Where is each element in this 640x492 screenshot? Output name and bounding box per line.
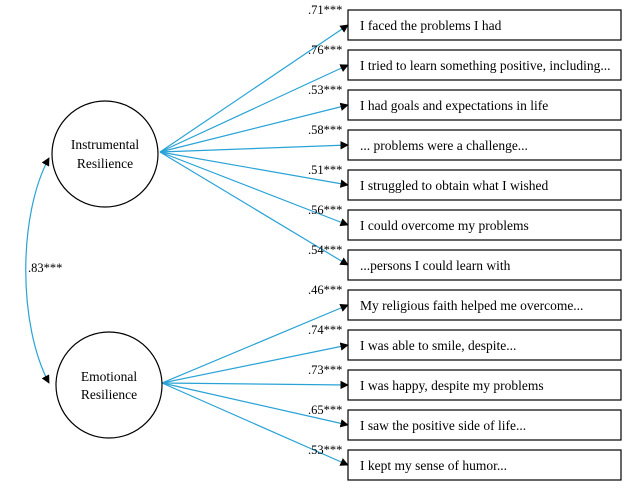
indicator-label: My religious faith helped me overcome... <box>360 298 583 313</box>
indicator-box-border <box>347 289 622 321</box>
loading-arrow <box>161 304 349 384</box>
loading-coefficient: .74*** <box>308 323 342 337</box>
loading-coefficient: .76*** <box>308 43 342 57</box>
factor-label-line1: Instrumental <box>71 137 139 152</box>
loading-arrow <box>161 342 349 384</box>
loading-coefficient: .73*** <box>308 363 342 377</box>
loading-paths: .71*** .76*** .53*** .58*** .51*** .56*** .54*… <box>159 3 349 466</box>
indicator-box: I faced the problems I had <box>347 9 622 41</box>
indicator-box: I tried to learn something positive, inc… <box>347 49 622 81</box>
indicator-box-border <box>347 209 622 241</box>
indicator-box: I was happy, despite my problems <box>347 369 622 401</box>
indicator-box-border <box>347 49 622 81</box>
loading-arrow <box>159 151 349 227</box>
factor-label-line2: Resilience <box>81 387 137 402</box>
indicator-box-border <box>347 249 622 281</box>
indicator-box: I struggled to obtain what I wished <box>347 169 622 201</box>
indicator-box: I was able to smile, despite... <box>347 329 622 361</box>
loading-coefficient: .58*** <box>308 123 342 137</box>
indicator-box-border <box>347 129 622 161</box>
indicator-box: I could overcome my problems <box>347 209 622 241</box>
loading-coefficient: .51*** <box>308 163 342 177</box>
indicator-box-border <box>347 369 622 401</box>
loading-arrow <box>159 151 349 188</box>
correlation-arrow <box>25 157 50 384</box>
loading-arrow <box>159 141 349 153</box>
correlation-coefficient: .83*** <box>28 261 62 275</box>
loading-coefficient: .46*** <box>308 283 342 297</box>
loading-arrow <box>159 24 349 153</box>
loading-arrow <box>159 151 349 266</box>
indicator-box-border <box>347 169 622 201</box>
indicator-box-border <box>347 89 622 121</box>
loading-coefficient: .54*** <box>308 243 342 257</box>
indicator-box: I had goals and expectations in life <box>347 89 622 121</box>
indicator-label: I had goals and expectations in life <box>360 98 548 113</box>
indicator-box-border <box>347 409 622 441</box>
loading-coefficient: .65*** <box>308 403 342 417</box>
loading-coefficient: .71*** <box>308 3 342 17</box>
indicator-box-border <box>347 449 622 481</box>
indicator-label: I saw the positive side of life... <box>360 418 526 433</box>
loading-coefficient: .53*** <box>308 443 342 457</box>
factor-instrumental: Instrumental Resilience <box>51 100 159 208</box>
loading-arrow <box>161 380 349 390</box>
indicator-label: ... problems were a challenge... <box>360 138 528 153</box>
loading-arrow <box>161 382 349 428</box>
indicator-items: I faced the problems I had I tried to lea… <box>347 9 622 481</box>
factor-circle <box>55 331 163 439</box>
indicator-label: I faced the problems I had <box>360 18 502 33</box>
indicator-box: ...persons I could learn with <box>347 249 622 281</box>
indicator-label: I was happy, despite my problems <box>360 378 544 393</box>
loading-coefficient: .53*** <box>308 83 342 97</box>
indicator-box-border <box>347 9 622 41</box>
indicator-label: I struggled to obtain what I wished <box>360 178 548 193</box>
indicator-label: I kept my sense of humor... <box>360 458 507 473</box>
indicator-box: My religious faith helped me overcome... <box>347 289 622 321</box>
loading-coefficient: .56*** <box>308 203 342 217</box>
loading-arrow <box>159 64 349 153</box>
indicator-label: I tried to learn something positive, inc… <box>360 58 610 73</box>
indicator-box-border <box>347 329 622 361</box>
indicator-label: I could overcome my problems <box>360 218 529 233</box>
factor-label-line1: Emotional <box>81 369 137 384</box>
indicator-box: I kept my sense of humor... <box>347 449 622 481</box>
loading-arrow <box>161 382 349 466</box>
indicator-box: I saw the positive side of life... <box>347 409 622 441</box>
indicator-box: ... problems were a challenge... <box>347 129 622 161</box>
indicator-label: ...persons I could learn with <box>360 258 511 273</box>
factor-label-line2: Resilience <box>77 156 133 171</box>
loading-arrow <box>159 102 349 153</box>
factor-emotional: Emotional Resilience <box>55 331 163 439</box>
indicator-label: I was able to smile, despite... <box>360 338 516 353</box>
factor-circle <box>51 100 159 208</box>
